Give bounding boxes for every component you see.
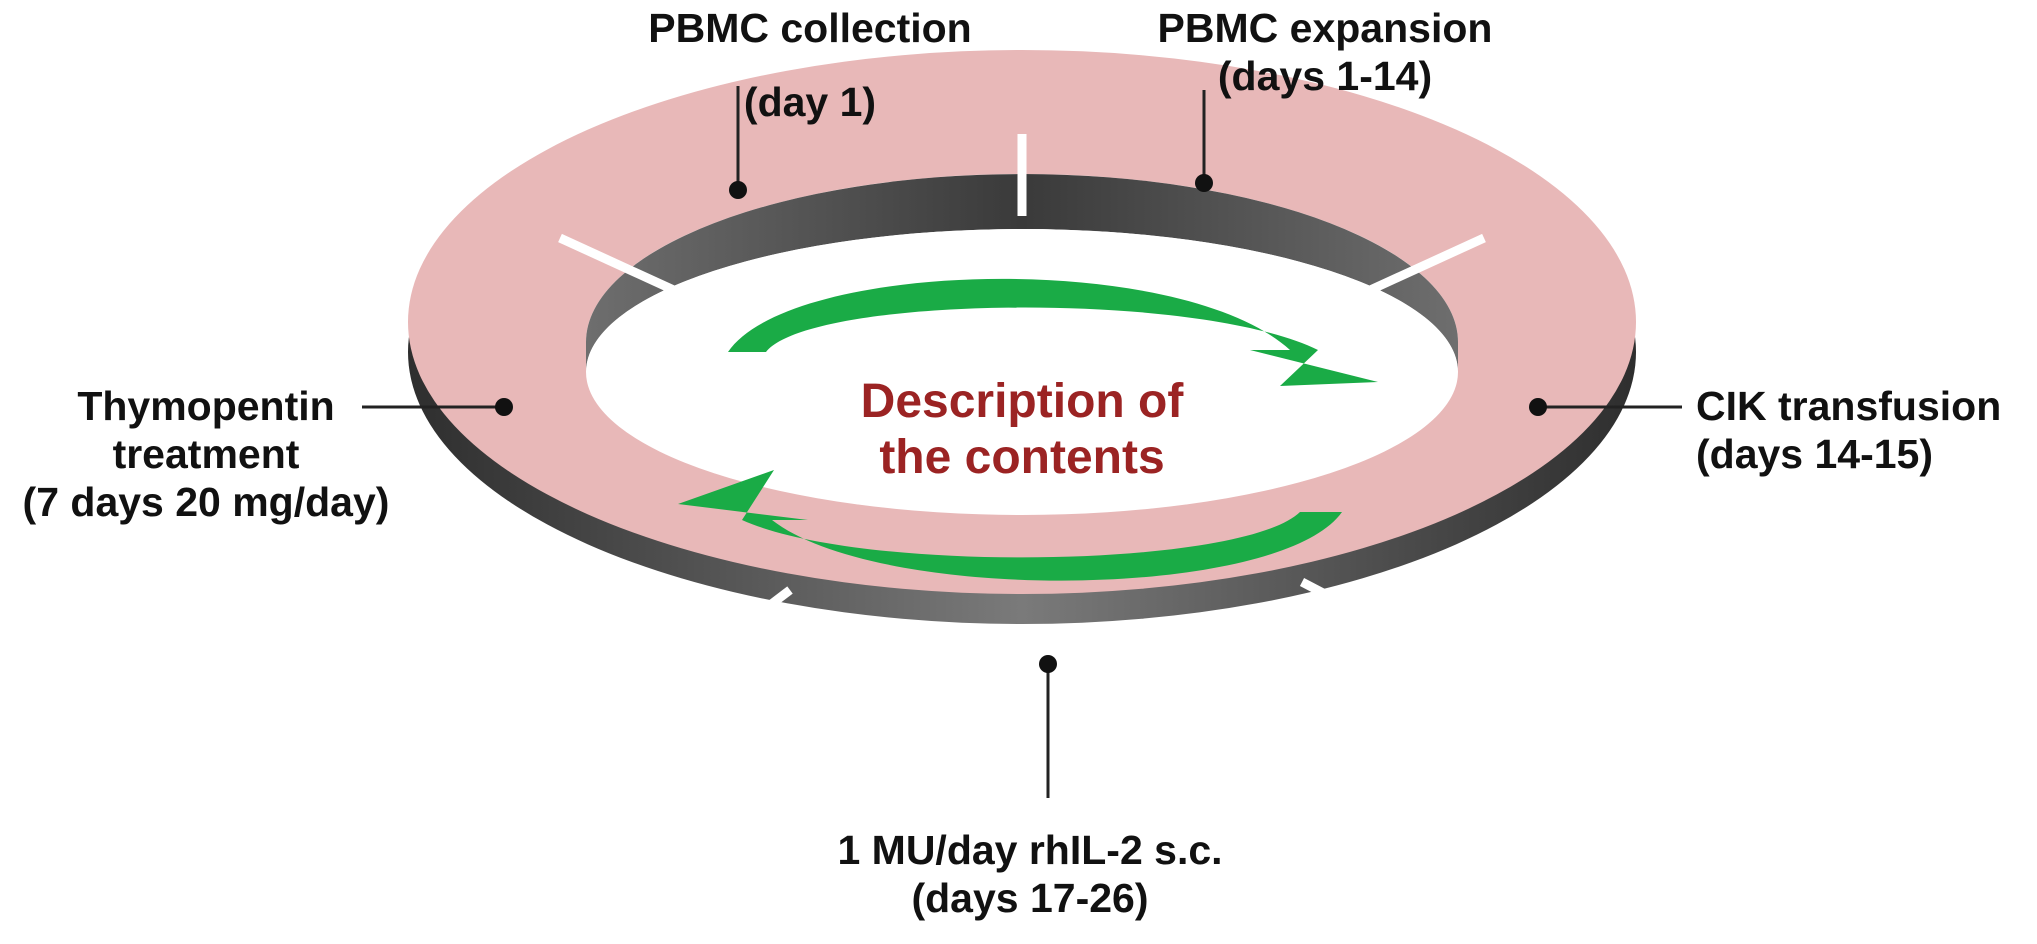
dot-thymopentin xyxy=(495,398,513,416)
dot-rhil2 xyxy=(1039,655,1057,673)
anchor-dots xyxy=(495,174,1547,673)
label-thymopentin-line3: (7 days 20 mg/day) xyxy=(22,479,390,525)
dot-pbmc-collection xyxy=(729,181,747,199)
label-pbmc-collection-line1: PBMC collection xyxy=(648,5,972,51)
arrow-top-clockwise-icon xyxy=(728,278,1378,386)
label-pbmc-expansion-line2: (days 1-14) xyxy=(1217,53,1433,99)
divider-lower-right xyxy=(1299,578,1435,654)
label-cik-transfusion: CIK transfusion (days 14-15) xyxy=(1696,382,2026,478)
divider-upper-right xyxy=(1364,233,1486,297)
divider-wall-edges xyxy=(672,292,1437,694)
label-rhil2-line2: (days 17-26) xyxy=(911,875,1149,921)
center-title: Description of the contents xyxy=(822,374,1222,486)
divider-upper-left xyxy=(558,233,680,297)
label-thymopentin: Thymopentin treatment (7 days 20 mg/day) xyxy=(6,382,406,526)
label-pbmc-expansion-line1: PBMC expansion xyxy=(1157,5,1493,51)
label-pbmc-collection: PBMC collection (day 1) xyxy=(630,4,990,126)
label-thymopentin-line2: treatment xyxy=(112,431,300,477)
ring-inner-wall xyxy=(586,174,1458,372)
dot-pbmc-expansion xyxy=(1195,174,1213,192)
ring-inner-floor xyxy=(586,229,1458,515)
center-title-line1: Description of xyxy=(860,375,1184,428)
label-rhil2-line1: 1 MU/day rhIL-2 s.c. xyxy=(837,827,1223,873)
dot-cik-transfusion xyxy=(1529,398,1547,416)
arrow-bottom-counterclockwise-icon xyxy=(678,470,1342,581)
leader-lines xyxy=(362,86,1682,798)
label-rhil2: 1 MU/day rhIL-2 s.c. (days 17-26) xyxy=(780,826,1280,922)
center-title-line2: the contents xyxy=(879,431,1165,484)
label-cik-transfusion-line1: CIK transfusion xyxy=(1696,383,2002,429)
segment-dividers xyxy=(558,134,1486,670)
label-pbmc-expansion: PBMC expansion (days 1-14) xyxy=(1140,4,1510,100)
label-pbmc-collection-line2: (day 1) xyxy=(743,79,877,125)
label-thymopentin-line1: Thymopentin xyxy=(77,383,335,429)
label-cik-transfusion-line2: (days 14-15) xyxy=(1696,431,1934,477)
divider-lower-left xyxy=(687,586,793,670)
